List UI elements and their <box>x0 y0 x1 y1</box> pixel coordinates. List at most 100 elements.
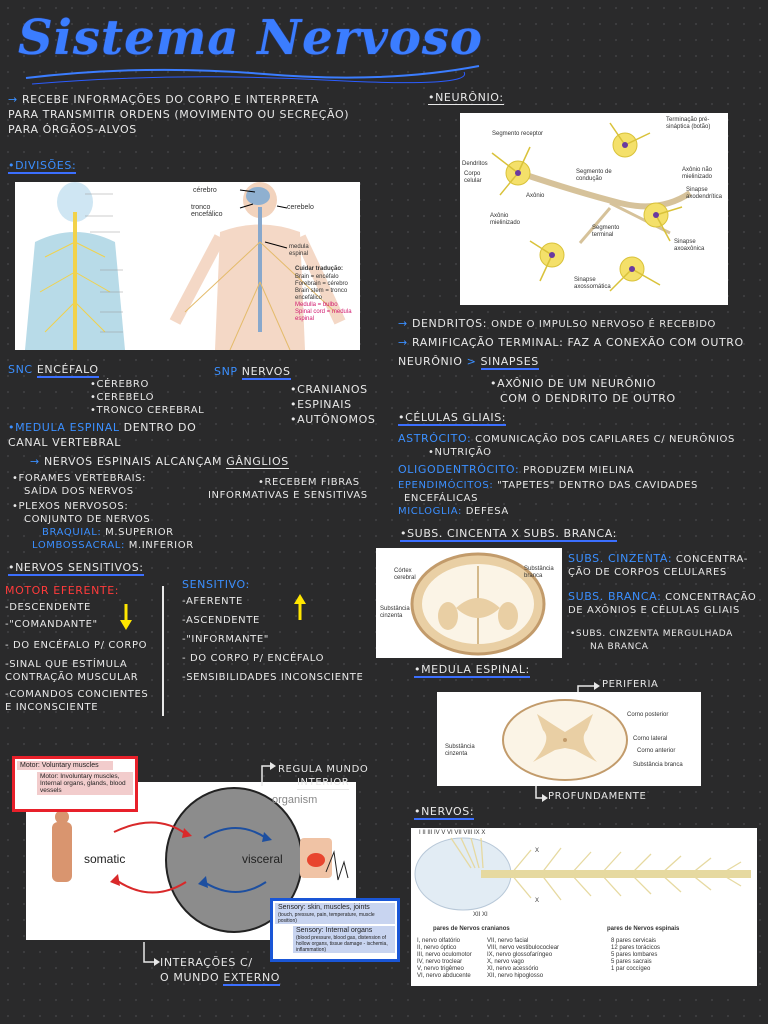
glia-row: Oligodentrócito: produzem mielina <box>398 463 635 476</box>
neuron-label: Sinapse axoaxônica <box>674 239 705 252</box>
motor-involuntary: Motor: Involuntary muscles, Internal org… <box>37 772 133 795</box>
sensory-skin-detail: (touch, pressure, pain, temperature, mus… <box>275 912 395 924</box>
neuron-label: Segmento receptor <box>492 131 544 137</box>
interacoes-text: interações c/ o mundo externo <box>160 955 281 986</box>
label-forebrain: Forebrain = cérebro <box>295 281 348 287</box>
neuron-label: Segmento de condução <box>576 169 612 182</box>
medula-text: dentro do <box>123 421 197 434</box>
glia-row: Astrócito: comunicação dos capilares c/ … <box>398 432 735 445</box>
brain-label: Córtex cerebral <box>394 568 416 581</box>
label-spinalcord: Spinal cord = medula espinal <box>295 309 352 322</box>
cranial-heading: pares de Nervos cranianos <box>433 926 510 932</box>
visceral-label: visceral <box>242 852 283 866</box>
ramificacao-line: → ramificação terminal: faz a conexão co… <box>398 336 744 349</box>
nervous-system-illustration <box>15 182 360 350</box>
regula-line: interior <box>296 777 350 790</box>
motor-item: -comandos concientes <box>5 689 149 700</box>
title-underline <box>25 65 480 85</box>
snp-term: nervos <box>241 365 291 380</box>
label-cuidar: Cuidar tradução: <box>295 266 344 272</box>
spinal-list: 8 pares cervicais 12 pares torácicos 5 p… <box>611 938 661 972</box>
gliais-heading: •Células gliais: <box>398 411 507 426</box>
x-mark: X <box>535 898 540 904</box>
motor-item: -descendente <box>5 602 91 613</box>
label-tronco: tronco encefálico <box>191 204 223 218</box>
sensory-organs: Sensory: Internal organs <box>293 926 395 935</box>
sensitivo-item: - do corpo p/ encéfalo <box>182 653 325 664</box>
label-brainstem: Brain stem = tronco encefálico <box>295 288 348 301</box>
nervos-heading: •nervos: <box>414 805 475 820</box>
interacoes-line: interações c/ <box>160 956 253 969</box>
subs-heading: •subs. cincenta x subs. branca: <box>400 527 617 542</box>
medula2-heading: •Medula espinal: <box>414 663 530 678</box>
cranial-list-1: I, nervo olfatório II, nervo óptico III,… <box>417 938 472 979</box>
glia-row: Micloglia: defesa <box>398 506 509 517</box>
sensitivos-heading: •Nervos sensitivos: <box>8 561 144 576</box>
profundamente-arrow-icon <box>535 786 548 802</box>
snc-term: encéfalo <box>36 363 99 378</box>
cranial-roman-numerals: I II III IV V VI VII VIII IX X <box>419 830 486 836</box>
sensory-legend-box: Sensory: skin, muscles, joints (touch, p… <box>270 898 400 962</box>
intro-text: → Recebe informações do corpo e interpre… <box>8 92 349 137</box>
page-title: Sistema Nervoso <box>18 10 483 66</box>
intro-line-1: Recebe informações do corpo e interpreta <box>21 93 320 106</box>
spinal-label: Corno posterior <box>627 712 669 718</box>
externo-term: externo <box>223 971 281 986</box>
motor-item: e inconsciente <box>5 702 99 713</box>
neuron-label: Sinapse axodendrítica <box>686 187 723 200</box>
snc-block: SNC encéfalo <box>8 362 99 378</box>
label-medula: medula espinal <box>289 244 309 257</box>
label-cerebro: cérebro <box>193 187 217 194</box>
glia-row: encefálicas <box>404 493 479 504</box>
snp-item: •autônomos <box>290 413 376 426</box>
axonio-line: com o dendrito de outro <box>500 392 676 405</box>
axonio-line: •axônio de um neurônio <box>490 377 656 390</box>
brain-label: Substância cinzenta <box>380 606 410 619</box>
medula-label: •Medula espinal <box>8 421 120 434</box>
spinal-label: Substância cinzenta <box>445 744 475 757</box>
snc-items: •cérebro •cerebelo •tronco cerebral <box>90 378 204 417</box>
sensory-skin: Sensory: skin, muscles, joints <box>275 903 395 912</box>
gliais-list: Astrócito: comunicação dos capilares c/ … <box>398 432 764 518</box>
regula-text: regula mundo interior <box>278 763 368 790</box>
medula-ganglios-line: → nervos espinais alcançam gânglios <box>30 454 289 469</box>
snc-label: SNC <box>8 363 33 376</box>
intro-line-3: para órgãos-alvos <box>8 123 137 136</box>
lombo-line: lombossacral: m.inferior <box>32 540 194 551</box>
fibras-line: •recebem fibras <box>258 477 360 488</box>
snc-item: •cerebelo <box>90 392 155 403</box>
motor-item: -sinal que estímula <box>5 659 128 670</box>
neuronio-heading: •Neurônio: <box>428 91 504 105</box>
intro-line-2: para transmitir ordens (movimento ou sec… <box>8 108 350 121</box>
branca-def: subs. branca: concentração de axônios e … <box>568 590 757 616</box>
neuron-image: Segmento receptor Dendritos Corpo celula… <box>460 113 728 305</box>
fibras-block: •recebem fibras informativas e sensitiva… <box>208 476 368 502</box>
sensitivo-item: -ascendente <box>182 615 260 626</box>
organism-label: organism <box>272 794 318 806</box>
neuron-label: Dendritos <box>462 161 488 167</box>
up-arrow-icon <box>294 594 306 620</box>
plexos-line: conjunto de nervos <box>24 514 151 525</box>
snp-items: •cranianos •espinais •autônomos <box>290 382 375 427</box>
medula-block: •Medula espinal dentro do canal vertebra… <box>8 420 196 450</box>
divisoes-image: cérebro tronco encefálico cerebelo medul… <box>15 182 360 350</box>
organism-diagram: organism somatic visceral <box>26 782 356 940</box>
divisoes-heading: •Divisões: <box>8 159 77 174</box>
axonio-note: •axônio de um neurônio com o dendrito de… <box>490 376 676 406</box>
sinapses-line: neurônio > sinapses <box>398 355 539 370</box>
snc-item: •cérebro <box>90 379 149 390</box>
regula-line: regula mundo <box>278 764 369 775</box>
brain-label: Substância branca <box>524 566 554 579</box>
motor-voluntary: Motor: Voluntary muscles <box>17 761 113 770</box>
xii-xi-label: XII XI <box>473 912 488 918</box>
periferia-label: periferia <box>602 679 659 690</box>
fibras-line: informativas e sensitivas <box>208 490 368 501</box>
medula-text: canal vertebral <box>8 436 121 449</box>
snp-label: SNP <box>214 365 238 378</box>
motor-item: contração muscular <box>5 672 139 683</box>
nerves-image: I II III IV V VI VII VIII IX X X X XII X… <box>411 828 757 986</box>
regula-arrow-icon <box>261 762 276 786</box>
interacoes-line: o mundo <box>160 971 220 984</box>
neuron-label: Axônio <box>526 193 545 199</box>
sensory-organs-detail: (blood pressure, blood gas, distension o… <box>293 935 395 953</box>
